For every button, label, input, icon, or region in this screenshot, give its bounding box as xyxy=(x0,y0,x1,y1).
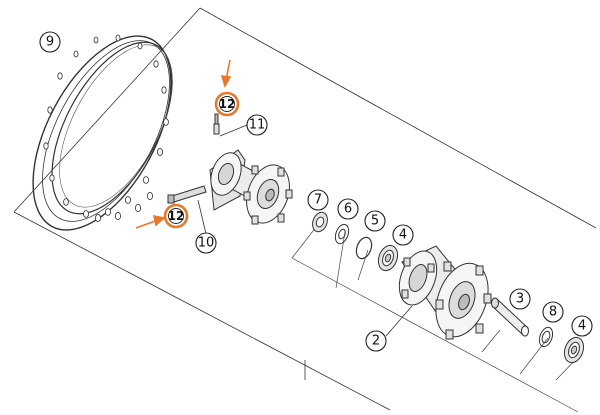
callout-11: 11 xyxy=(246,114,268,136)
hub-part-2 xyxy=(398,245,492,340)
svg-text:8: 8 xyxy=(549,305,557,320)
upper-hub-assembly xyxy=(167,113,293,225)
assembly-axis-lines xyxy=(291,221,581,413)
svg-text:5: 5 xyxy=(371,214,379,229)
callout-10: 10 xyxy=(195,232,217,254)
callout-2: 2 xyxy=(365,330,387,352)
washer-part-6 xyxy=(334,223,350,245)
svg-text:6: 6 xyxy=(344,202,352,217)
callout-12-top: 12 xyxy=(214,91,240,117)
callout-5: 5 xyxy=(364,210,386,232)
svg-text:4: 4 xyxy=(578,319,586,334)
svg-text:12: 12 xyxy=(219,97,236,111)
assembly-plane xyxy=(13,7,597,411)
callout-8: 8 xyxy=(542,301,564,323)
upper-hub-flange-teeth xyxy=(243,165,293,225)
ring-part-8 xyxy=(538,326,554,348)
callout-6: 6 xyxy=(337,198,359,220)
bearing-part-4-lower xyxy=(563,336,585,364)
rim-spoke-holes xyxy=(43,34,169,222)
spacer-tube-part-3 xyxy=(491,297,529,337)
svg-text:10: 10 xyxy=(198,236,215,251)
svg-text:3: 3 xyxy=(516,292,524,307)
bearing-part-4-upper xyxy=(377,244,399,272)
callout-3: 3 xyxy=(509,288,531,310)
svg-text:11: 11 xyxy=(249,118,266,133)
callout-4-lower: 4 xyxy=(571,315,593,337)
callout-9: 9 xyxy=(39,31,61,53)
svg-text:7: 7 xyxy=(314,193,322,208)
svg-text:12: 12 xyxy=(168,209,185,223)
highlight-arrows xyxy=(135,59,232,229)
circlip-part-5 xyxy=(355,236,373,260)
hub-flange-teeth xyxy=(401,257,492,340)
svg-text:4: 4 xyxy=(399,228,407,243)
callout-4-upper: 4 xyxy=(392,224,414,246)
seal-part-7 xyxy=(312,211,328,233)
svg-text:9: 9 xyxy=(46,35,54,50)
rim-part-9 xyxy=(32,34,173,231)
svg-text:2: 2 xyxy=(372,334,380,349)
callout-leaders xyxy=(197,124,413,337)
arrow-to-12-bottom xyxy=(135,219,159,229)
callout-7: 7 xyxy=(307,189,329,211)
callout-12-bottom: 12 xyxy=(163,203,189,229)
